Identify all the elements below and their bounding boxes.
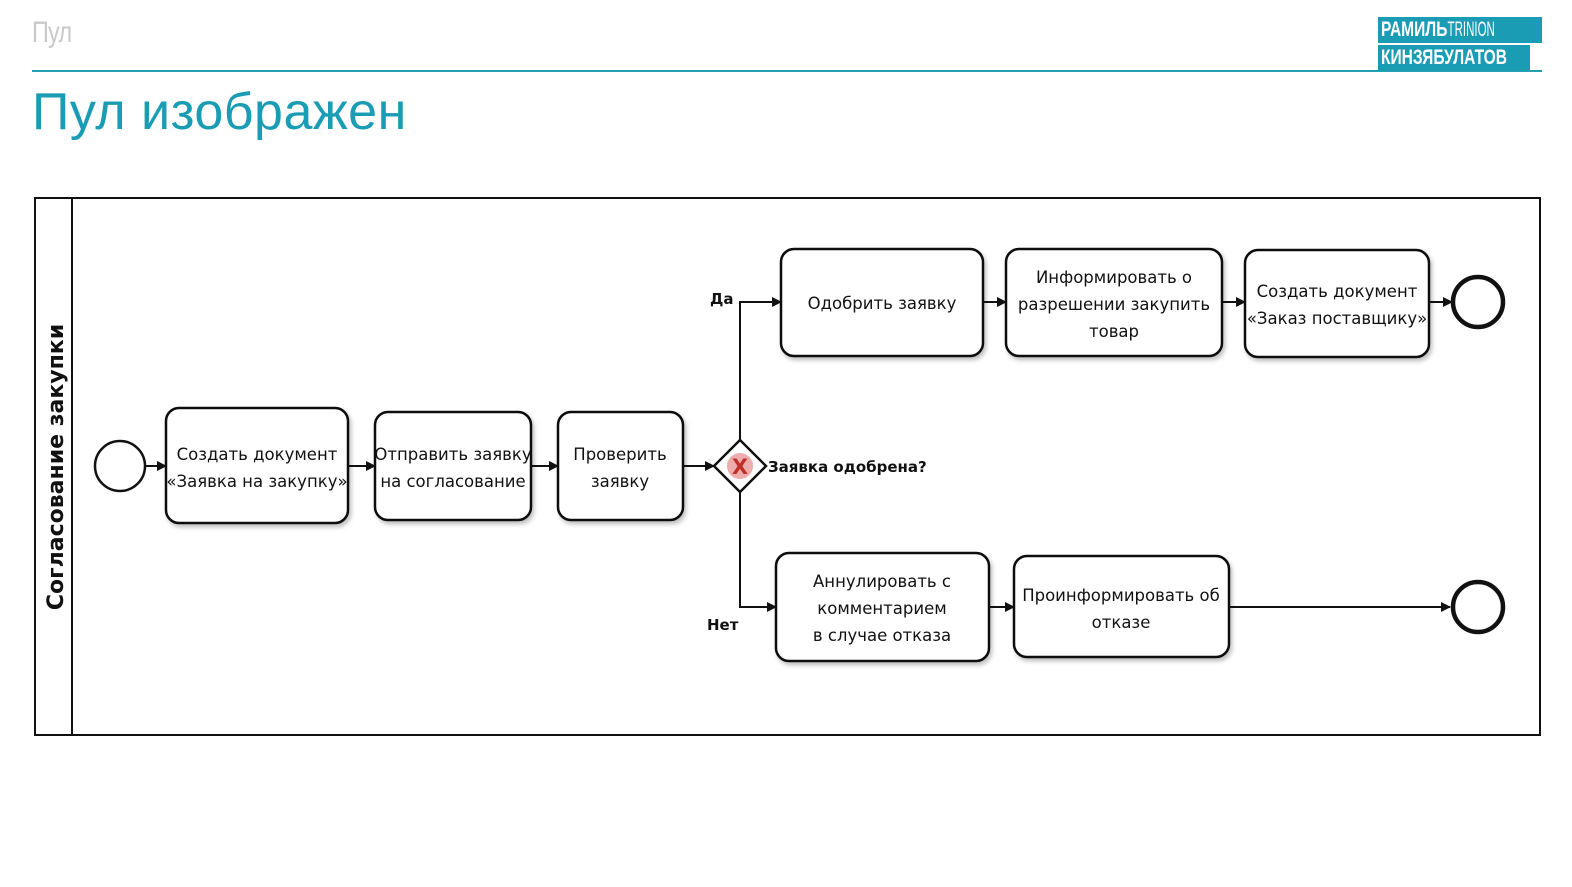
task-label-line: Создать документ	[1257, 282, 1418, 301]
start-event	[93, 439, 147, 493]
task-label-line: разрешении закупить	[1018, 295, 1210, 314]
logo-name: РАМИЛЬ	[1380, 18, 1448, 41]
task-label-line: в случае отказа	[813, 626, 951, 645]
task-label-line: Проинформировать об	[1022, 586, 1220, 605]
task-label-line: «Заказ поставщику»	[1247, 309, 1427, 328]
end-event-rejected	[1450, 579, 1506, 635]
task-label-line: отказе	[1092, 613, 1151, 632]
task-label-line: Создать документ	[177, 445, 338, 464]
task-create-request: Создать документ «Заявка на закупку»	[164, 406, 350, 525]
task-inform-permission: Информировать о разрешении закупить това…	[1004, 247, 1224, 358]
task-label-line: «Заявка на закупку»	[166, 472, 347, 491]
task-label-line: Информировать о	[1036, 268, 1192, 287]
task-label-line: комментарием	[817, 599, 946, 618]
pool-lane-label: Согласование закупки	[44, 324, 69, 610]
sequence-flows	[145, 297, 1453, 612]
task-label-line: Отправить заявку	[374, 445, 532, 464]
flow-gateway-no	[739, 492, 777, 612]
page-title: Пул изображен	[32, 83, 407, 141]
task-cancel-with-comment: Аннулировать с комментарием в случае отк…	[774, 551, 991, 663]
brand-logo: РАМИЛЬTRINION КИНЗЯБУЛАТОВ	[1378, 17, 1542, 72]
task-label-line: на согласование	[380, 472, 525, 491]
logo-surname: КИНЗЯБУЛАТОВ	[1380, 46, 1507, 69]
task-send-for-approval: Отправить заявку на согласование	[373, 410, 533, 522]
end-event-approved	[1450, 274, 1506, 330]
flow-gateway-yes	[739, 297, 782, 440]
task-label-line: товар	[1089, 322, 1139, 341]
logo-line-1: РАМИЛЬTRINION	[1378, 17, 1542, 43]
gateway-x-marker: X	[732, 455, 748, 479]
section-label: Пул	[32, 16, 72, 49]
task-inform-refusal: Проинформировать об отказе	[1012, 554, 1231, 659]
logo-line-2: КИНЗЯБУЛАТОВ	[1378, 45, 1530, 71]
gateway-question: Заявка одобрена?	[768, 458, 927, 476]
task-label-line: заявку	[591, 472, 650, 491]
task-label-line: Аннулировать с	[813, 572, 951, 591]
logo-brand: TRINION	[1447, 18, 1495, 41]
branch-label-no: Нет	[707, 616, 739, 634]
gateway-highlight	[727, 453, 753, 479]
pool: Согласование закупки	[34, 197, 1541, 736]
exclusive-gateway: X Заявка одобрена?	[712, 438, 927, 494]
header-divider	[32, 70, 1542, 72]
branch-label-yes: Да	[710, 290, 733, 308]
pool-border	[34, 197, 1541, 736]
task-approve-request: Одобрить заявку	[779, 247, 985, 358]
task-create-supplier-order: Создать документ «Заказ поставщику»	[1243, 248, 1431, 359]
task-check-request: Проверить заявку	[556, 410, 685, 522]
task-label-line: Одобрить заявку	[808, 294, 957, 313]
task-label-line: Проверить	[573, 445, 666, 464]
